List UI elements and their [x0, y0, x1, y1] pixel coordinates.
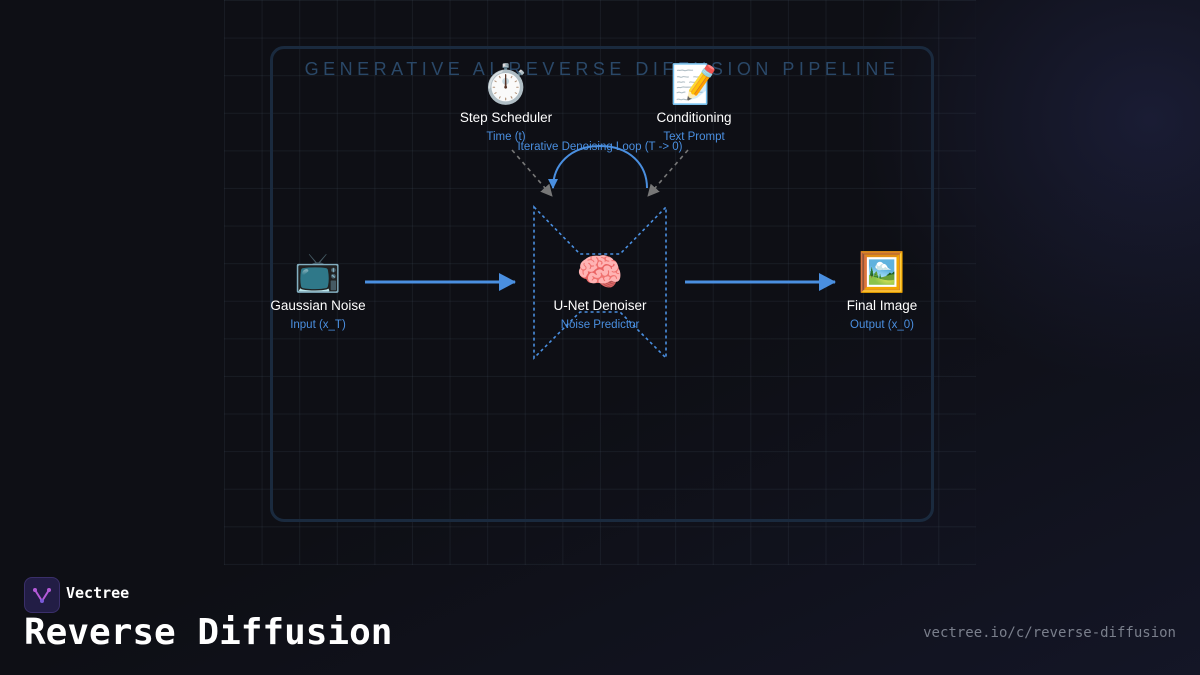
diagram-title: GENERATIVE AI REVERSE DIFFUSION PIPELINE [304, 59, 900, 79]
node-sublabel: Noise Predictor [560, 319, 640, 331]
unet-shape [533, 205, 667, 360]
node-label: Gaussian Noise [270, 298, 366, 313]
node-label: Conditioning [656, 110, 732, 125]
memo-icon: 📝 [670, 62, 718, 106]
node-final-image: 🖼️ Final Image Output (x_0) [802, 250, 962, 331]
node-sublabel: Input (x_T) [290, 319, 346, 331]
vectree-logo-icon [24, 577, 60, 613]
denoise-loop-arrow [548, 144, 648, 189]
node-unet-denoiser: 🧠 U-Net Denoiser Noise Predictor [520, 250, 680, 331]
node-label: Step Scheduler [459, 110, 553, 125]
tv-icon: 📺 [294, 250, 342, 294]
scheduler-to-unet-arrow [511, 149, 553, 197]
node-conditioning: 📝 Conditioning Text Prompt [614, 62, 774, 143]
node-sublabel: Text Prompt [663, 131, 725, 143]
node-sublabel: Time (t) [486, 131, 526, 143]
node-label: U-Net Denoiser [553, 298, 647, 313]
brain-icon: 🧠 [576, 250, 624, 294]
node-step-scheduler: ⏱️ Step Scheduler Time (t) [426, 62, 586, 143]
page-title: Reverse Diffusion [24, 612, 393, 653]
node-gaussian-noise: 📺 Gaussian Noise Input (x_T) [238, 250, 398, 331]
picture-icon: 🖼️ [858, 250, 906, 294]
page-url[interactable]: vectree.io/c/reverse-diffusion [923, 625, 1176, 641]
brand-name: Vectree [66, 584, 130, 602]
diagram-frame [270, 46, 934, 522]
background-grid [224, 0, 976, 565]
node-sublabel: Output (x_0) [850, 319, 914, 331]
stopwatch-icon: ⏱️ [482, 62, 530, 106]
loop-label: Iterative Denoising Loop (T -> 0) [517, 141, 683, 153]
node-label: Final Image [846, 298, 918, 313]
conditioning-to-unet-arrow [647, 149, 689, 197]
